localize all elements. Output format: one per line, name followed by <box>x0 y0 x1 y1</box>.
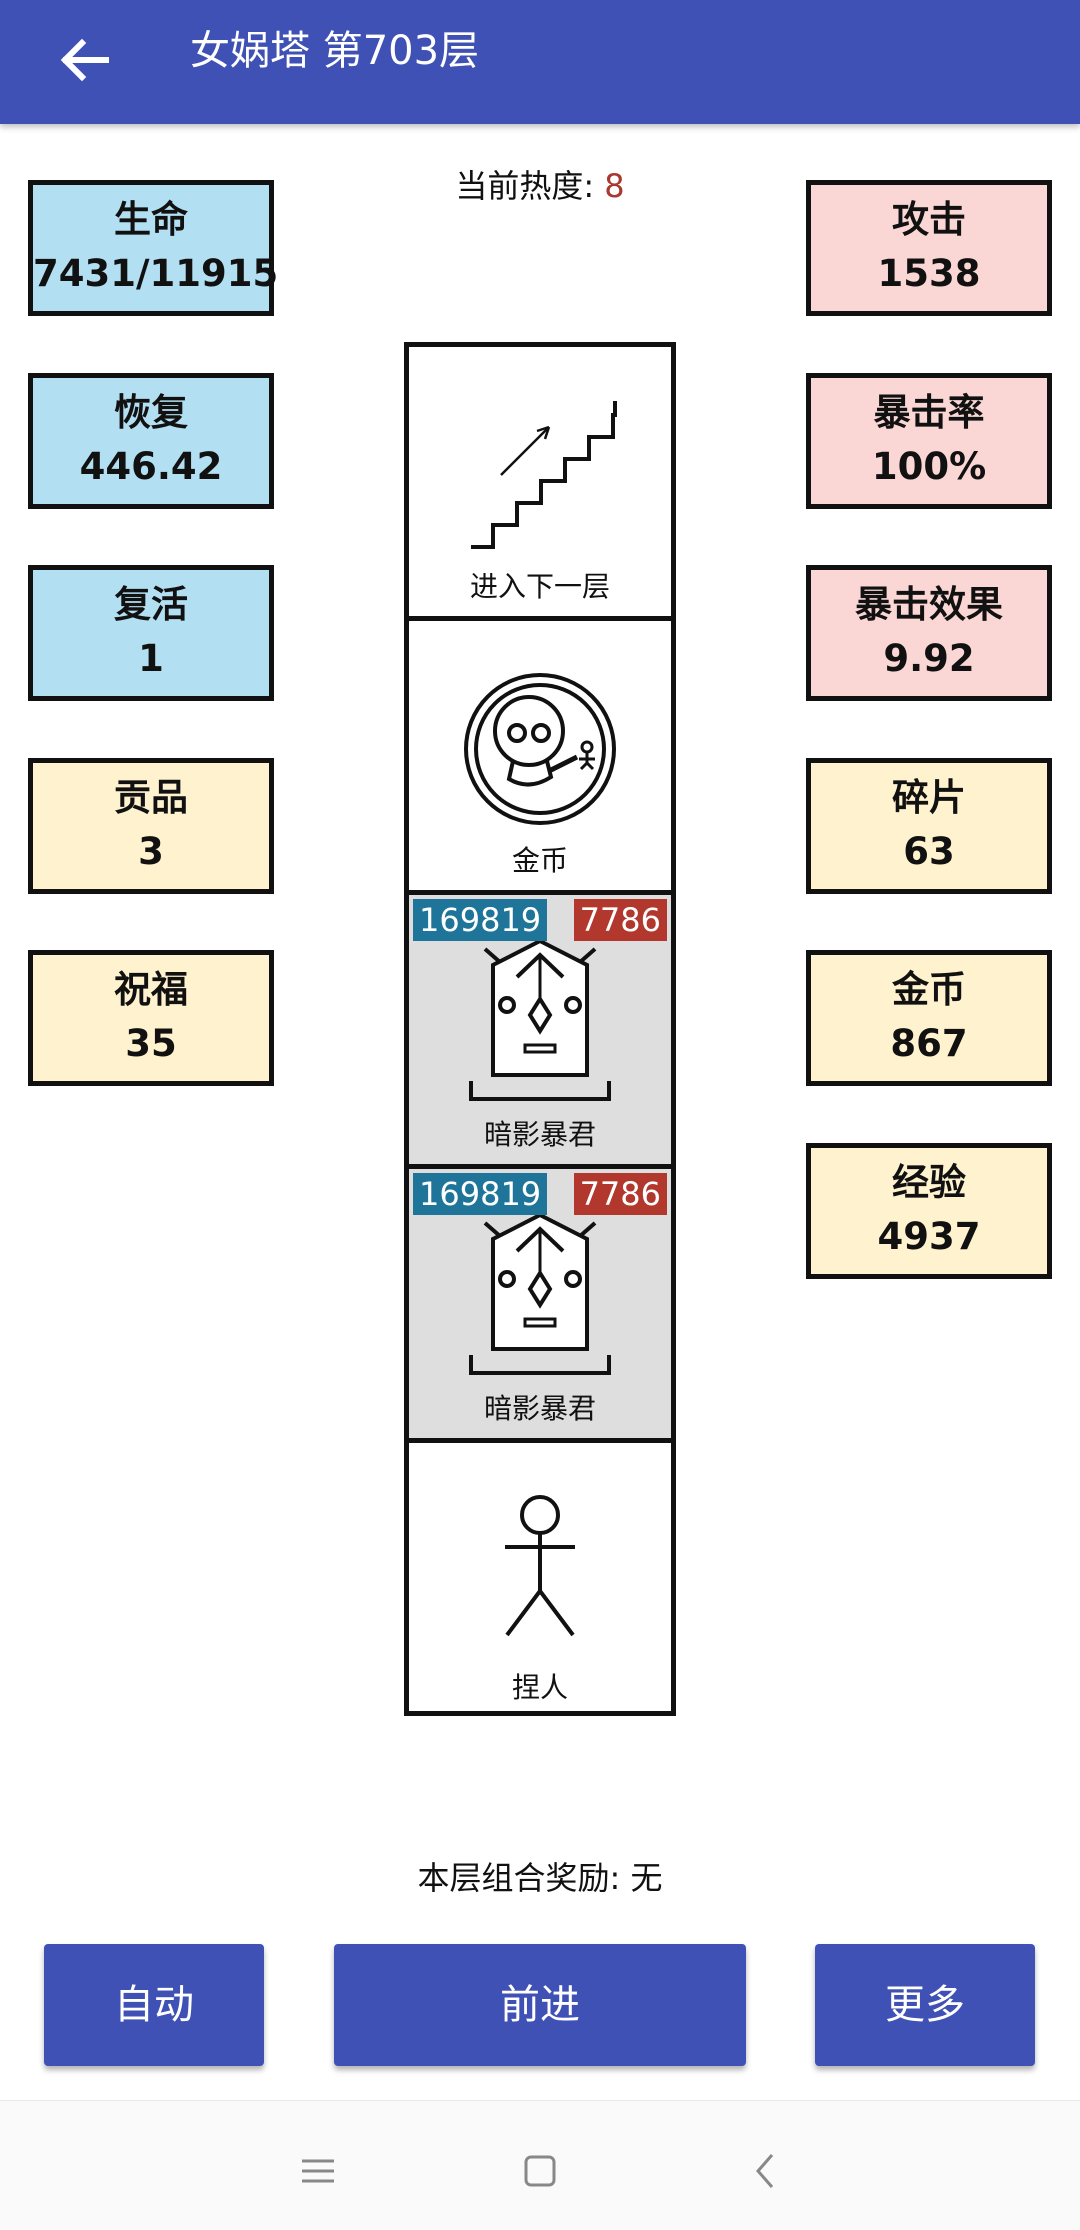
stat-life: 生命 7431/11915 <box>28 180 279 316</box>
monster-hp-badge: 169819 <box>413 899 548 941</box>
tower-cell-coin[interactable]: 金币 <box>409 621 671 895</box>
stat-label: 经验 <box>892 1161 966 1204</box>
tower-cell-monster[interactable]: 169819 7786 暗影暴君 <box>409 1169 671 1443</box>
combo-reward-text: 本层组合奖励: 无 <box>417 1859 663 1897</box>
stat-crit-effect: 暴击效果 9.92 <box>806 565 1052 701</box>
stat-label: 生命 <box>114 198 188 241</box>
stat-label: 攻击 <box>892 198 966 241</box>
stat-recovery: 恢复 446.42 <box>28 373 274 509</box>
tower-cell-label: 进入下一层 <box>469 570 610 603</box>
stat-label: 暴击效果 <box>855 583 1003 626</box>
back-nav-icon[interactable] <box>736 2141 796 2201</box>
tower-cell-stairs[interactable]: 进入下一层 <box>409 347 671 621</box>
stat-label: 暴击率 <box>873 391 985 434</box>
app-bar: 女娲塔 第703层 <box>0 0 1080 124</box>
stat-label: 复活 <box>114 583 188 626</box>
monster-attack-badge: 7786 <box>573 899 667 941</box>
monster-hp-badge: 169819 <box>413 1173 548 1215</box>
tower-cell-label: 金币 <box>511 844 568 877</box>
stat-value: 446.42 <box>79 445 223 488</box>
stat-fragments: 碎片 63 <box>806 758 1052 894</box>
page-title: 女娲塔 第703层 <box>190 28 480 74</box>
more-button[interactable]: 更多 <box>815 1944 1035 2066</box>
stat-value: 3 <box>138 830 164 873</box>
stat-label: 恢复 <box>114 391 188 434</box>
stat-label: 贡品 <box>114 776 188 819</box>
stat-experience: 经验 4937 <box>806 1143 1052 1279</box>
stat-value: 35 <box>125 1022 177 1065</box>
monster-attack-badge: 7786 <box>573 1173 667 1215</box>
stat-gold: 金币 867 <box>806 950 1052 1086</box>
heat-value: 8 <box>604 167 625 205</box>
menu-icon[interactable] <box>288 2141 348 2201</box>
stick-figure-icon <box>505 1495 575 1637</box>
stat-label: 金币 <box>892 968 966 1011</box>
stat-revive: 复活 1 <box>28 565 274 701</box>
tower-cell-label: 暗影暴君 <box>483 1392 596 1425</box>
stat-value: 9.92 <box>883 637 975 680</box>
stat-value: 867 <box>890 1022 968 1065</box>
forward-button[interactable]: 前进 <box>334 1944 746 2066</box>
stat-value: 4937 <box>877 1215 981 1258</box>
stat-blessing: 祝福 35 <box>28 950 274 1086</box>
auto-button[interactable]: 自动 <box>44 1944 264 2066</box>
tower-column: 进入下一层 金币 169819 7786 <box>404 342 676 1716</box>
heat-label: 当前热度: <box>455 167 595 205</box>
monster-icon <box>469 1212 611 1375</box>
monster-icon <box>469 938 611 1101</box>
stat-attack: 攻击 1538 <box>806 180 1052 316</box>
tower-cell-character[interactable]: 捏人 <box>409 1443 671 1717</box>
arrow-left-icon <box>60 38 109 82</box>
stat-label: 祝福 <box>114 968 188 1011</box>
tower-cell-label: 捏人 <box>511 1671 568 1704</box>
back-button[interactable] <box>44 20 124 100</box>
tower-cell-monster[interactable]: 169819 7786 暗影暴君 <box>409 895 671 1169</box>
stat-value: 100% <box>871 445 987 488</box>
system-nav-bar <box>0 2100 1080 2230</box>
stat-value: 1538 <box>877 252 981 295</box>
stairs-icon <box>471 401 617 549</box>
stat-value: 7431/11915 <box>33 252 279 295</box>
stat-crit-rate: 暴击率 100% <box>806 373 1052 509</box>
tower-cell-label: 暗影暴君 <box>483 1118 596 1151</box>
stat-label: 碎片 <box>892 776 966 819</box>
stat-tribute: 贡品 3 <box>28 758 274 894</box>
coin-icon <box>464 673 616 825</box>
home-icon[interactable] <box>510 2141 570 2201</box>
stat-value: 63 <box>903 830 955 873</box>
stat-value: 1 <box>138 637 164 680</box>
heat-indicator: 当前热度: 8 <box>0 164 1080 208</box>
